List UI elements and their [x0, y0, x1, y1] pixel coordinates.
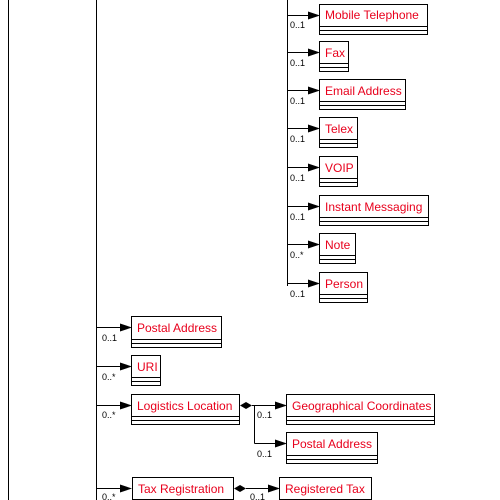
branch-email-address: 0..1 Email Address: [287, 79, 406, 110]
node-label: Note: [325, 238, 351, 252]
arrow-icon: [268, 484, 280, 493]
cardinality-label: 0..1: [257, 410, 272, 420]
cardinality-label: 0..1: [290, 212, 305, 222]
node-instant-messaging[interactable]: Instant Messaging: [319, 195, 429, 226]
cardinality-label: 0..*: [290, 250, 304, 260]
cardinality-label: 0..1: [102, 333, 117, 343]
branch-person: 0..1 Person: [287, 272, 368, 303]
cardinality-label: 0..*: [102, 492, 116, 500]
node-registered-tax[interactable]: Registered Tax: [279, 477, 372, 500]
node-label: Telex: [325, 122, 353, 136]
node-label: Email Address: [325, 84, 402, 98]
cardinality-label: 0..*: [102, 410, 116, 420]
node-telex[interactable]: Telex: [319, 117, 358, 148]
branch-uri: 0..* URI: [96, 355, 161, 386]
cardinality-label: 0..*: [102, 372, 116, 382]
node-geographical-coordinates[interactable]: Geographical Coordinates: [286, 394, 435, 425]
arrow-icon: [120, 484, 132, 493]
arrow-icon: [120, 362, 132, 371]
cardinality-label: 0..1: [290, 20, 305, 30]
arrow-icon: [308, 279, 320, 288]
branch-mobile-telephone: 0..1 Mobile Telephone: [287, 4, 428, 35]
arrow-icon: [308, 48, 320, 57]
branch-tax-registration: 0..* Tax Registration: [96, 477, 272, 500]
branch-geographical-coordinates: 0..1 Geographical Coordinates: [257, 394, 435, 425]
node-location-postal-address[interactable]: Postal Address: [286, 432, 378, 464]
node-label: Postal Address: [292, 437, 372, 451]
arrow-icon: [120, 401, 132, 410]
node-label: VOIP: [325, 161, 354, 175]
node-person[interactable]: Person: [319, 272, 368, 303]
node-label: Instant Messaging: [325, 200, 422, 214]
branch-voip: 0..1 VOIP: [287, 156, 358, 187]
node-voip[interactable]: VOIP: [319, 156, 358, 187]
arrow-icon: [308, 124, 320, 133]
arrow-icon: [275, 401, 287, 410]
cardinality-label: 0..1: [290, 134, 305, 144]
node-fax[interactable]: Fax: [319, 41, 349, 72]
arrow-icon: [308, 163, 320, 172]
node-label: URI: [137, 360, 158, 374]
node-email-address[interactable]: Email Address: [319, 79, 406, 110]
arrow-icon: [308, 202, 320, 211]
node-label: Fax: [325, 46, 345, 60]
cardinality-label: 0..1: [290, 173, 305, 183]
node-label: Geographical Coordinates: [292, 399, 431, 413]
node-logistics-location[interactable]: Logistics Location: [131, 394, 240, 425]
composition-diamond-icon: [234, 485, 246, 492]
cardinality-label: 0..1: [290, 58, 305, 68]
node-postal-address[interactable]: Postal Address: [131, 316, 222, 348]
cardinality-label: 0..1: [290, 96, 305, 106]
node-tax-registration[interactable]: Tax Registration: [132, 477, 234, 500]
node-label: Mobile Telephone: [325, 8, 419, 22]
branch-instant-messaging: 0..1 Instant Messaging: [287, 195, 429, 226]
composition-diamond-icon: [240, 402, 252, 409]
branch-postal-address: 0..1 Postal Address: [96, 316, 222, 348]
node-label: Tax Registration: [138, 482, 224, 496]
arrow-icon: [275, 439, 287, 448]
cardinality-label: 0..1: [250, 492, 265, 500]
node-mobile-telephone[interactable]: Mobile Telephone: [319, 4, 428, 35]
branch-logistics-location: 0..* Logistics Location: [96, 394, 279, 444]
branch-fax: 0..1 Fax: [287, 41, 349, 72]
arrow-icon: [308, 11, 320, 20]
arrow-icon: [120, 323, 132, 332]
node-label: Logistics Location: [137, 399, 232, 413]
node-uri[interactable]: URI: [131, 355, 161, 386]
branch-telex: 0..1 Telex: [287, 117, 358, 148]
node-note[interactable]: Note: [319, 233, 356, 264]
cardinality-label: 0..1: [290, 289, 305, 299]
node-label: Person: [325, 277, 363, 291]
cardinality-label: 0..1: [257, 449, 272, 459]
branch-note: 0..* Note: [287, 233, 356, 264]
branch-registered-tax: 0..1 Registered Tax: [250, 477, 372, 500]
arrow-icon: [308, 86, 320, 95]
branch-location-postal-address: 0..1 Postal Address: [257, 432, 378, 464]
node-label: Registered Tax: [285, 482, 365, 496]
arrow-icon: [308, 240, 320, 249]
node-label: Postal Address: [137, 321, 217, 335]
